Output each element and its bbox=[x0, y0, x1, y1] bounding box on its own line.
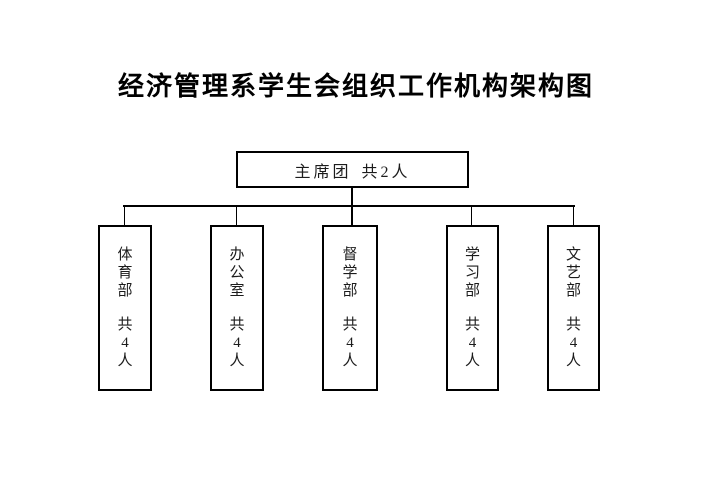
org-node-study: 学习部 共4人 bbox=[446, 225, 499, 391]
connector-root-stub bbox=[351, 188, 353, 206]
presidium-count: 共2人 bbox=[361, 163, 411, 181]
connector-drop-study bbox=[471, 207, 472, 226]
dept-count: 共4人 bbox=[566, 316, 582, 370]
connector-drop-arts bbox=[573, 207, 574, 226]
connector-drop-sports bbox=[124, 207, 125, 226]
dept-count: 共4人 bbox=[229, 316, 245, 370]
connector-drop-office bbox=[236, 207, 237, 226]
dept-name: 学习部 bbox=[465, 246, 481, 300]
org-node-supervision: 督学部 共4人 bbox=[322, 225, 378, 391]
org-node-arts: 文艺部 共4人 bbox=[547, 225, 600, 391]
dept-count: 共4人 bbox=[117, 316, 133, 370]
dept-name: 体育部 bbox=[117, 246, 133, 300]
org-node-sports: 体育部 共4人 bbox=[98, 225, 152, 391]
dept-name: 督学部 bbox=[342, 246, 358, 300]
dept-name: 文艺部 bbox=[566, 246, 582, 300]
page-title: 经济管理系学生会组织工作机构架构图 bbox=[117, 71, 594, 101]
dept-count: 共4人 bbox=[342, 316, 358, 370]
presidium-label: 主席团 bbox=[294, 163, 352, 181]
dept-name: 办公室 bbox=[229, 246, 245, 300]
org-node-presidium: 主席团 共2人 bbox=[236, 151, 469, 188]
connector-horizontal-rail bbox=[123, 205, 575, 207]
dept-count: 共4人 bbox=[465, 316, 481, 370]
connector-drop-supervision bbox=[351, 207, 353, 226]
org-node-office: 办公室 共4人 bbox=[210, 225, 264, 391]
